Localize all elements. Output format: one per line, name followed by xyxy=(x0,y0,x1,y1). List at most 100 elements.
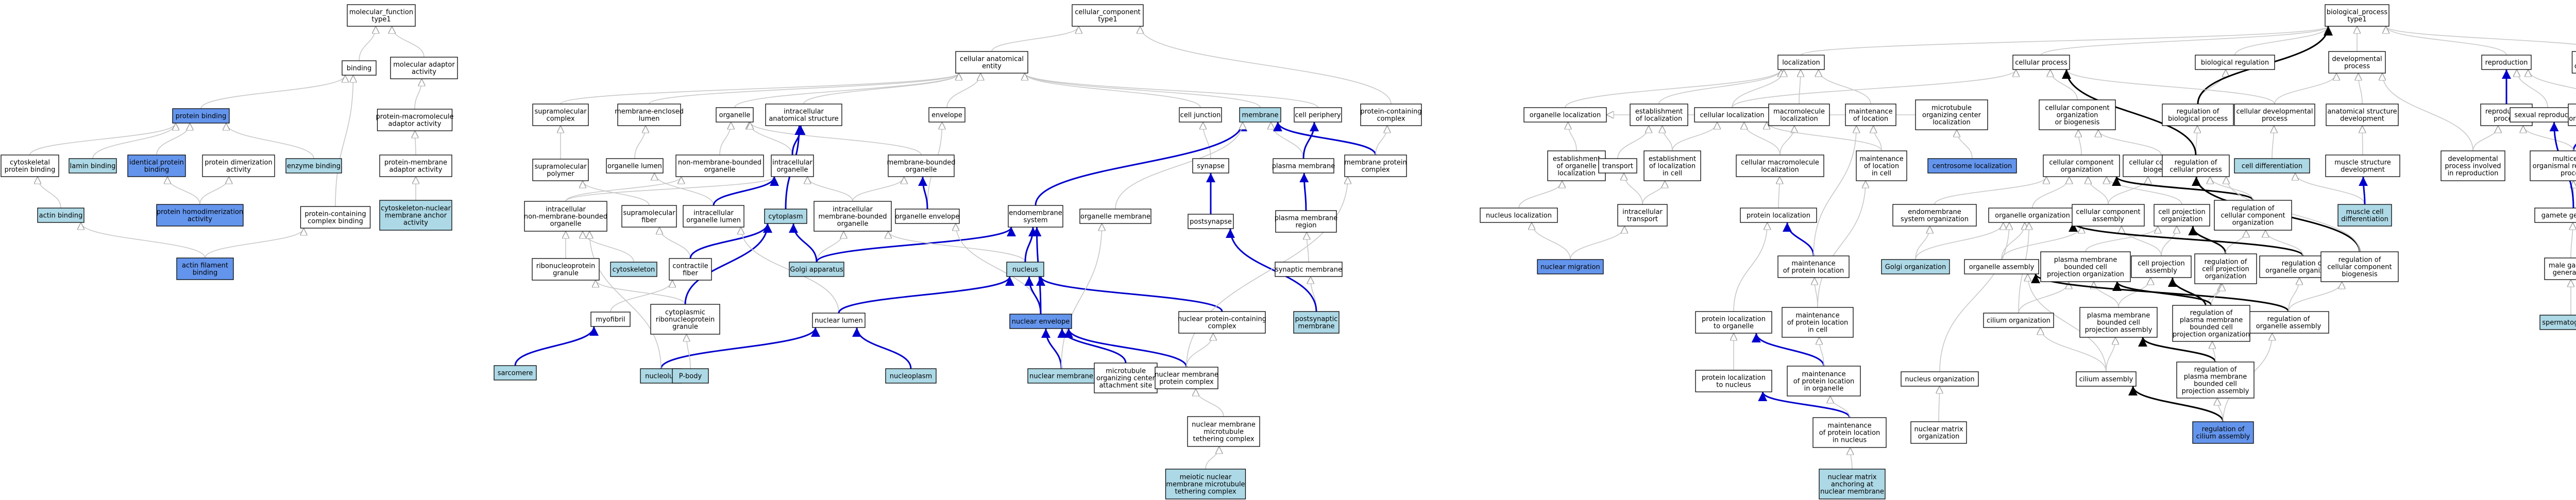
go-term-node[interactable]: multicellularorganismal process xyxy=(2571,51,2576,74)
go-term-node[interactable]: cellular localization xyxy=(1694,107,1770,123)
go-term-node[interactable]: gamete generation xyxy=(2534,208,2576,223)
go-term-node[interactable]: intracellularnon-membrane-boundedorganel… xyxy=(524,201,607,232)
go-term-node[interactable]: cytoplasm xyxy=(764,209,807,224)
go-term-node[interactable]: organelle envelope xyxy=(895,209,960,224)
go-term-node[interactable]: envelope xyxy=(928,107,965,123)
go-term-node[interactable]: centrosome localization xyxy=(1927,158,2017,174)
go-term-node[interactable]: spermatogenesis xyxy=(2539,315,2576,330)
go-term-node[interactable]: organelle localization xyxy=(1523,107,1607,123)
go-term-node[interactable]: reproduction xyxy=(2481,55,2532,70)
go-term-node[interactable]: multicellularorganism reproduction xyxy=(2568,104,2576,126)
go-term-node[interactable]: organelle xyxy=(716,107,754,123)
go-term-node[interactable]: multicellularorganismal reproductiveproc… xyxy=(2530,150,2576,181)
go-term-node[interactable]: cilium organization xyxy=(1983,313,2054,328)
go-term-node[interactable]: plasma membrane xyxy=(1272,158,1335,174)
go-term-node[interactable]: membrane xyxy=(1239,107,1281,123)
go-term-node[interactable]: synapse xyxy=(1192,158,1229,174)
go-term-node[interactable]: sexual reproduction xyxy=(2510,107,2576,123)
go-term-node[interactable]: localization xyxy=(1777,55,1825,70)
go-term-node[interactable]: organelle membrane xyxy=(1079,209,1151,224)
go-term-node[interactable]: myofibril xyxy=(590,312,631,327)
go-term-node[interactable]: postsynapse xyxy=(1188,214,1234,229)
go-term-node[interactable]: binding xyxy=(342,60,377,76)
go-term-node[interactable]: sarcomere xyxy=(494,365,537,381)
go-term-node[interactable]: nuclear envelope xyxy=(1009,314,1072,329)
go-term-node[interactable]: actin binding xyxy=(37,208,84,223)
go-term-node[interactable]: lamin binding xyxy=(69,158,117,174)
go-term-node[interactable]: Golgi apparatus xyxy=(789,262,844,277)
go-term-node[interactable]: biological regulation xyxy=(2195,55,2275,70)
go-term-node[interactable]: protein localization xyxy=(1740,208,1817,223)
go-term-node[interactable]: organelle assembly xyxy=(1964,259,2039,274)
go-term-node[interactable]: cilium assembly xyxy=(2076,371,2137,387)
go-term-node[interactable]: nucleus xyxy=(1006,262,1044,277)
go-term-node[interactable]: nucleus localization xyxy=(1480,208,1558,223)
go-term-node[interactable]: cell differentiation xyxy=(2234,158,2310,174)
go-term-node[interactable]: nuclear membrane xyxy=(1027,368,1095,384)
go-term-node[interactable]: enzyme binding xyxy=(285,158,342,174)
